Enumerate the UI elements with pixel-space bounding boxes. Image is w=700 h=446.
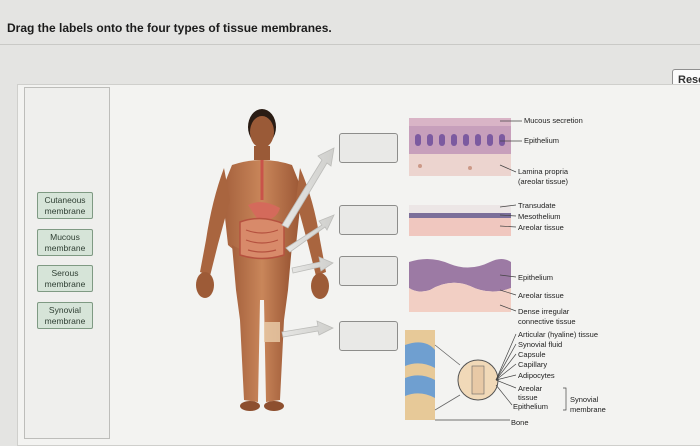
anno-areolar-tissue-cutaneous: Areolar tissue xyxy=(518,291,564,300)
drop-target-1[interactable] xyxy=(339,133,398,163)
pointer-arrow-3 xyxy=(291,256,334,274)
pointer-arrow-1 xyxy=(281,147,335,229)
anno-areolar-tissue-mucous: (areolar tissue) xyxy=(518,177,569,186)
header-divider xyxy=(0,44,700,45)
anno-bone: Bone xyxy=(511,418,529,427)
anno-capillary: Capillary xyxy=(518,360,548,369)
anno-connective-tissue: connective tissue xyxy=(518,317,576,326)
synovial-histology xyxy=(405,330,499,420)
anno-lamina-propria: Lamina propria xyxy=(518,167,569,176)
anno-synovial-membrane-2: membrane xyxy=(570,405,606,414)
drop-target-3[interactable] xyxy=(339,256,398,286)
instruction-text: Drag the labels onto the four types of t… xyxy=(7,21,332,35)
anno-transudate: Transudate xyxy=(518,201,556,210)
anno-adipocytes: Adipocytes xyxy=(518,371,555,380)
label-bank xyxy=(24,87,110,439)
anno-epithelium-synovial: Epithelium xyxy=(513,402,549,411)
drop-target-4[interactable] xyxy=(339,321,398,351)
anno-epithelium-cutaneous: Epithelium xyxy=(518,273,554,282)
cutaneous-histology xyxy=(409,258,511,312)
anno-areolar: Areolar xyxy=(518,384,543,393)
anno-areolar-tissue-serous: Areolar tissue xyxy=(518,223,564,232)
anno-synovial-fluid: Synovial fluid xyxy=(518,340,563,349)
drop-target-2[interactable] xyxy=(339,205,398,235)
pointer-arrow-4 xyxy=(281,320,334,338)
anno-capsule: Capsule xyxy=(518,350,546,359)
pointer-arrow-2 xyxy=(285,214,335,253)
mucous-histology xyxy=(409,118,511,176)
anno-mucous-secretion: Mucous secretion xyxy=(524,116,583,125)
anno-epithelium-mucous: Epithelium xyxy=(524,136,560,145)
serous-histology xyxy=(409,205,511,236)
leader-lines xyxy=(435,120,567,421)
anno-tissue: tissue xyxy=(518,393,538,402)
anno-synovial-membrane-1: Synovial xyxy=(570,395,599,404)
anno-articular-tissue: Articular (hyaline) tissue xyxy=(518,330,599,339)
anno-dense-irregular: Dense irregular xyxy=(518,307,570,316)
anno-mesothelium: Mesothelium xyxy=(518,212,561,221)
human-figure xyxy=(196,109,329,411)
